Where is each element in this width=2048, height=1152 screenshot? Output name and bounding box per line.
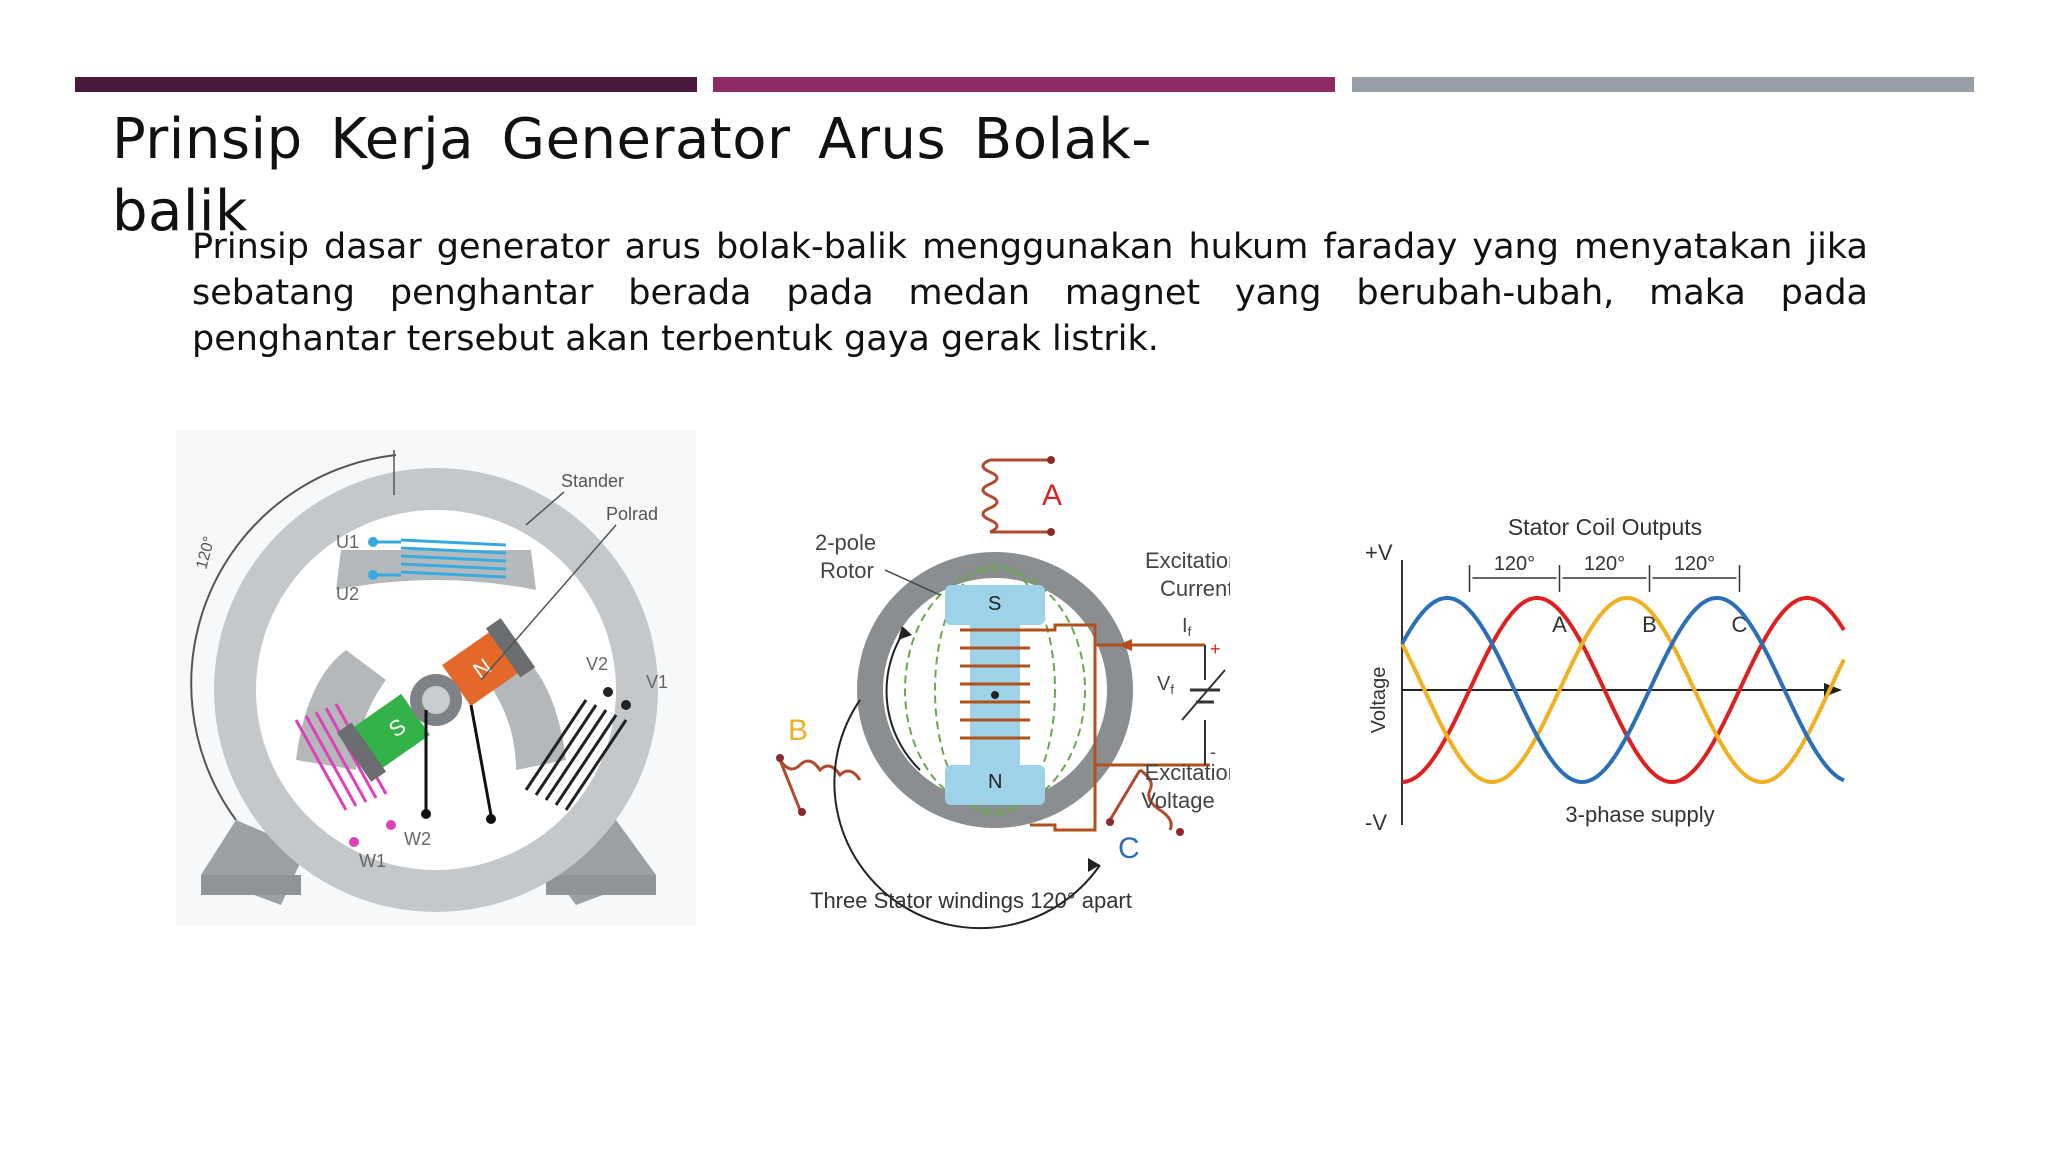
excitation-voltage-line2: Voltage	[1141, 788, 1214, 813]
stander-label: Stander	[561, 471, 624, 491]
rotor-pole-n	[442, 630, 520, 707]
y-plus-label: +V	[1365, 540, 1393, 565]
accent-bar-dark	[75, 77, 697, 92]
spacing-label: 120°	[1494, 553, 1535, 575]
w1-label: W1	[359, 851, 386, 871]
rotor: S N	[945, 585, 1045, 805]
excitation-current-line2: Current	[1160, 576, 1230, 601]
v2-label: V2	[586, 654, 608, 674]
phase-a-label: A	[1042, 479, 1062, 512]
phase-c-label: C	[1118, 832, 1140, 865]
waveform-caption: 3-phase supply	[1565, 802, 1714, 827]
angle-arc	[190, 454, 397, 821]
voltage-symbol: Vf	[1157, 673, 1174, 697]
rotor-pole-s: S	[988, 593, 1001, 615]
rotation-arrow	[833, 699, 1101, 930]
field-winding	[960, 623, 1097, 832]
rotor-polrad: S N	[336, 618, 536, 782]
coil-a	[981, 458, 1050, 534]
phase-b-label: B	[788, 714, 808, 747]
v1-label: V1	[646, 672, 668, 692]
coil-v-windings	[524, 699, 628, 811]
peak-label-a: A	[1552, 612, 1567, 637]
slip-ring-leads	[424, 704, 493, 816]
w2-label: W2	[404, 829, 431, 849]
rotor-label-line1: 2-pole	[815, 530, 876, 555]
phase-c-wave	[1400, 596, 1845, 785]
angle-label: 120°	[193, 535, 218, 571]
rotor-pole-s	[352, 693, 430, 770]
polrad-label: Polrad	[606, 504, 658, 524]
spacing-label: 120°	[1674, 553, 1715, 575]
coil-u-windings	[376, 538, 507, 579]
excitation-current-line1: Excitation	[1145, 548, 1230, 573]
rotor-label-line2: Rotor	[820, 558, 874, 583]
peak-label-b: B	[1642, 612, 1657, 637]
plus-terminal: +	[1210, 639, 1221, 659]
u2-label: U2	[336, 584, 359, 604]
spacing-label: 120°	[1584, 553, 1625, 575]
accent-bar-magenta	[713, 77, 1335, 92]
flux-lines	[904, 564, 1086, 816]
current-symbol: If	[1182, 615, 1192, 639]
accent-bar-gray	[1352, 77, 1974, 92]
excitation-voltage-line1: Excitation	[1145, 760, 1230, 785]
phase-a-wave	[1401, 596, 1846, 785]
rotor-stator-windings-figure: A B C S N 2-p	[770, 440, 1230, 930]
generator-cross-section-figure: S N 120° Stander Polrad U1 U2 V2 V1 W1 W…	[176, 430, 696, 925]
slide-title: Prinsip Kerja Generator Arus Bolak-balik	[112, 107, 1152, 244]
u1-label: U1	[336, 532, 359, 552]
phase-b-wave	[1400, 596, 1846, 785]
coil-c	[1108, 768, 1173, 831]
rotor-pole-n: N	[988, 771, 1002, 793]
minus-terminal: -	[1210, 742, 1216, 762]
three-phase-waveform-figure: Stator Coil Outputs +V -V Voltage 120° 12…	[1350, 500, 1870, 845]
waveform-title: Stator Coil Outputs	[1508, 514, 1702, 540]
windings-caption: Three Stator windings 120° apart	[810, 888, 1132, 913]
y-minus-label: -V	[1365, 810, 1387, 835]
slide-body-text: Prinsip dasar generator arus bolak-balik…	[192, 227, 1868, 359]
y-axis-label: Voltage	[1368, 667, 1390, 734]
coil-b	[778, 759, 862, 811]
